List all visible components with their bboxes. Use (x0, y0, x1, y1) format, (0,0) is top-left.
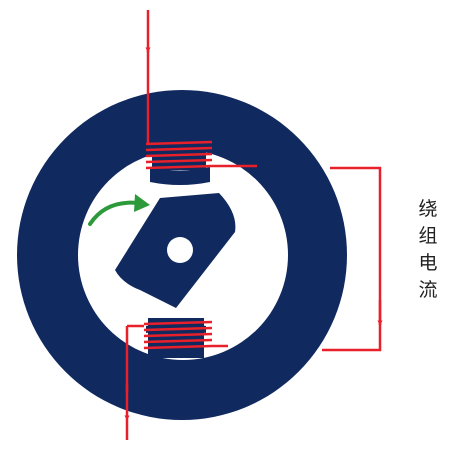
label-char-3: 电 (418, 252, 438, 274)
rotation-arrow (88, 194, 150, 226)
upper-coil (145, 140, 213, 170)
label-char-4: 流 (418, 279, 438, 301)
lower-coil (143, 320, 213, 350)
rotor-shaft (167, 237, 193, 263)
label-char-1: 绕 (418, 198, 438, 220)
winding-current-label: 绕 组 电 流 (412, 196, 444, 304)
rotor (115, 193, 236, 308)
winding-current-path (124, 10, 383, 440)
label-char-2: 组 (418, 225, 438, 247)
